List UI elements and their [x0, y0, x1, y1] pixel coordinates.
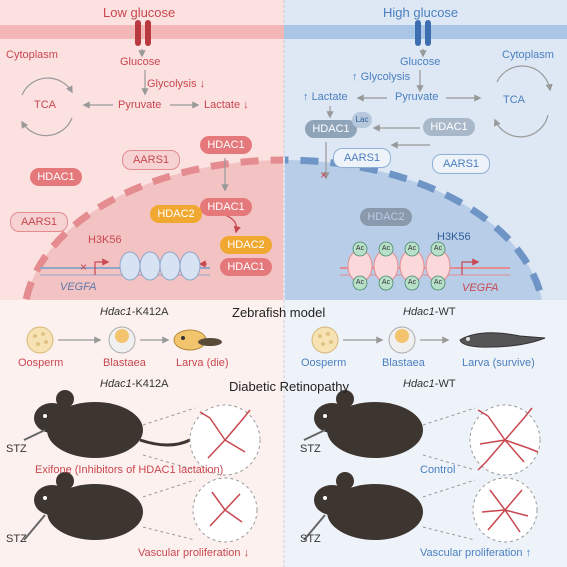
high-lac-marker: Lac — [352, 112, 372, 128]
high-hdac1-cytoplasm: HDAC1 — [423, 118, 475, 136]
low-pyruvate-label: Pyruvate — [118, 99, 162, 111]
low-nucleosomes — [119, 251, 201, 281]
zebrafish-left-genotype: Hdac1-K412A — [100, 306, 169, 318]
high-hdac2-nucleus: HDAC2 — [360, 208, 412, 226]
svg-text:×: × — [320, 168, 327, 182]
low-glycolysis-label: Glycolysis ↓ — [147, 78, 206, 90]
retina-icon-bottom-right — [472, 477, 538, 543]
retina-icon-top-left — [189, 404, 261, 476]
ac-label: Ac — [433, 279, 443, 286]
high-glucose-label: Glucose — [400, 56, 441, 68]
stz-label-top-left: STZ — [6, 443, 27, 455]
low-cytoplasm-label: Cytoplasm — [6, 49, 58, 61]
low-hdac2-dna: HDAC2 — [220, 236, 272, 254]
low-glucose-transporter — [135, 20, 151, 46]
mouse-icon-bottom-left — [34, 472, 143, 540]
retina-icon-bottom-left — [192, 477, 258, 543]
exifone-treatment-label: Exifone (Inhibitors of HDAC1 lactation) — [35, 464, 224, 476]
control-label: Control — [420, 464, 456, 476]
ac-label: Ac — [433, 245, 443, 252]
low-aars1-cytoplasm: AARS1 — [122, 150, 180, 170]
zebrafish-right-genotype: Hdac1-WT — [403, 306, 456, 318]
low-tca-label: TCA — [34, 99, 56, 111]
mouse-icon-bottom-right — [314, 472, 423, 540]
low-h3k56-label: H3K56 — [88, 234, 122, 246]
high-h3k56-label: H3K56 — [437, 231, 471, 243]
high-lactate-label: ↑ Lactate — [303, 91, 348, 103]
low-vegfa-label: VEGFA — [60, 281, 97, 293]
low-hdac1-cytoplasm: HDAC1 — [200, 136, 252, 154]
low-hdac2-nucleus: HDAC2 — [150, 205, 202, 223]
high-oosperm-label: Oosperm — [301, 357, 347, 369]
acetyl-marks — [352, 241, 446, 291]
low-hdac1-left: HDAC1 — [30, 168, 82, 186]
high-larva-survive-icon — [459, 332, 546, 348]
right-outcome-label: Vascular proliferation ↑ — [420, 547, 532, 559]
low-blastaea-icon — [108, 326, 136, 354]
stz-label-bottom-left: STZ — [6, 533, 27, 545]
high-vegfa-label: VEGFA — [462, 282, 499, 294]
retinopathy-left-genotype: Hdac1-K412A — [100, 378, 169, 390]
retina-icon-top-right — [469, 404, 541, 476]
low-hdac1-dna: HDAC1 — [220, 258, 272, 276]
mouse-icon-top-right — [314, 390, 423, 458]
low-hdac1-nucleus: HDAC1 — [200, 198, 252, 216]
high-glucose-title: High glucose — [383, 5, 459, 20]
high-oosperm-icon — [311, 326, 339, 354]
low-nucleus — [22, 156, 283, 300]
zebrafish-title: Zebrafish model — [232, 305, 326, 320]
ac-label: Ac — [381, 245, 391, 252]
low-blastaea-label: Blastaea — [103, 357, 146, 369]
larva-die-label: Larva (die) — [176, 357, 229, 369]
left-outcome-label: Vascular proliferation ↓ — [138, 547, 250, 559]
high-glycolysis-label: ↑ Glycolysis — [352, 71, 411, 83]
ac-label: Ac — [355, 245, 365, 252]
low-cell-membrane — [0, 25, 284, 39]
high-pyruvate-label: Pyruvate — [395, 91, 439, 103]
low-oosperm-icon — [26, 326, 54, 354]
high-hdac1-lactylated: HDAC1 — [305, 120, 357, 138]
retinopathy-title: Diabetic Retinopathy — [229, 379, 349, 394]
high-aars1-near: AARS1 — [333, 148, 391, 168]
low-lactate-label: Lactate ↓ — [204, 99, 249, 111]
larva-survive-label: Larva (survive) — [462, 357, 535, 369]
low-oosperm-label: Oosperm — [18, 357, 64, 369]
mouse-icon-top-left — [34, 390, 191, 458]
low-larva-die-icon — [173, 329, 222, 351]
low-glucose-title: Low glucose — [103, 5, 176, 20]
low-aars1-left: AARS1 — [10, 212, 68, 232]
low-glucose-label: Glucose — [120, 56, 161, 68]
high-aars1-far: AARS1 — [432, 154, 490, 174]
high-blastaea-label: Blastaea — [382, 357, 425, 369]
svg-text:×: × — [80, 260, 87, 274]
ac-label: Ac — [407, 245, 417, 252]
high-cytoplasm-label: Cytoplasm — [502, 49, 554, 61]
high-tca-label: TCA — [503, 94, 525, 106]
ac-label: Ac — [381, 279, 391, 286]
high-glucose-transporter — [415, 20, 431, 46]
ac-label: Ac — [355, 279, 365, 286]
stz-label-bottom-right: STZ — [300, 533, 321, 545]
ac-label: Ac — [407, 279, 417, 286]
high-blastaea-icon — [388, 326, 416, 354]
retinopathy-right-genotype: Hdac1-WT — [403, 378, 456, 390]
stz-label-top-right: STZ — [300, 443, 321, 455]
